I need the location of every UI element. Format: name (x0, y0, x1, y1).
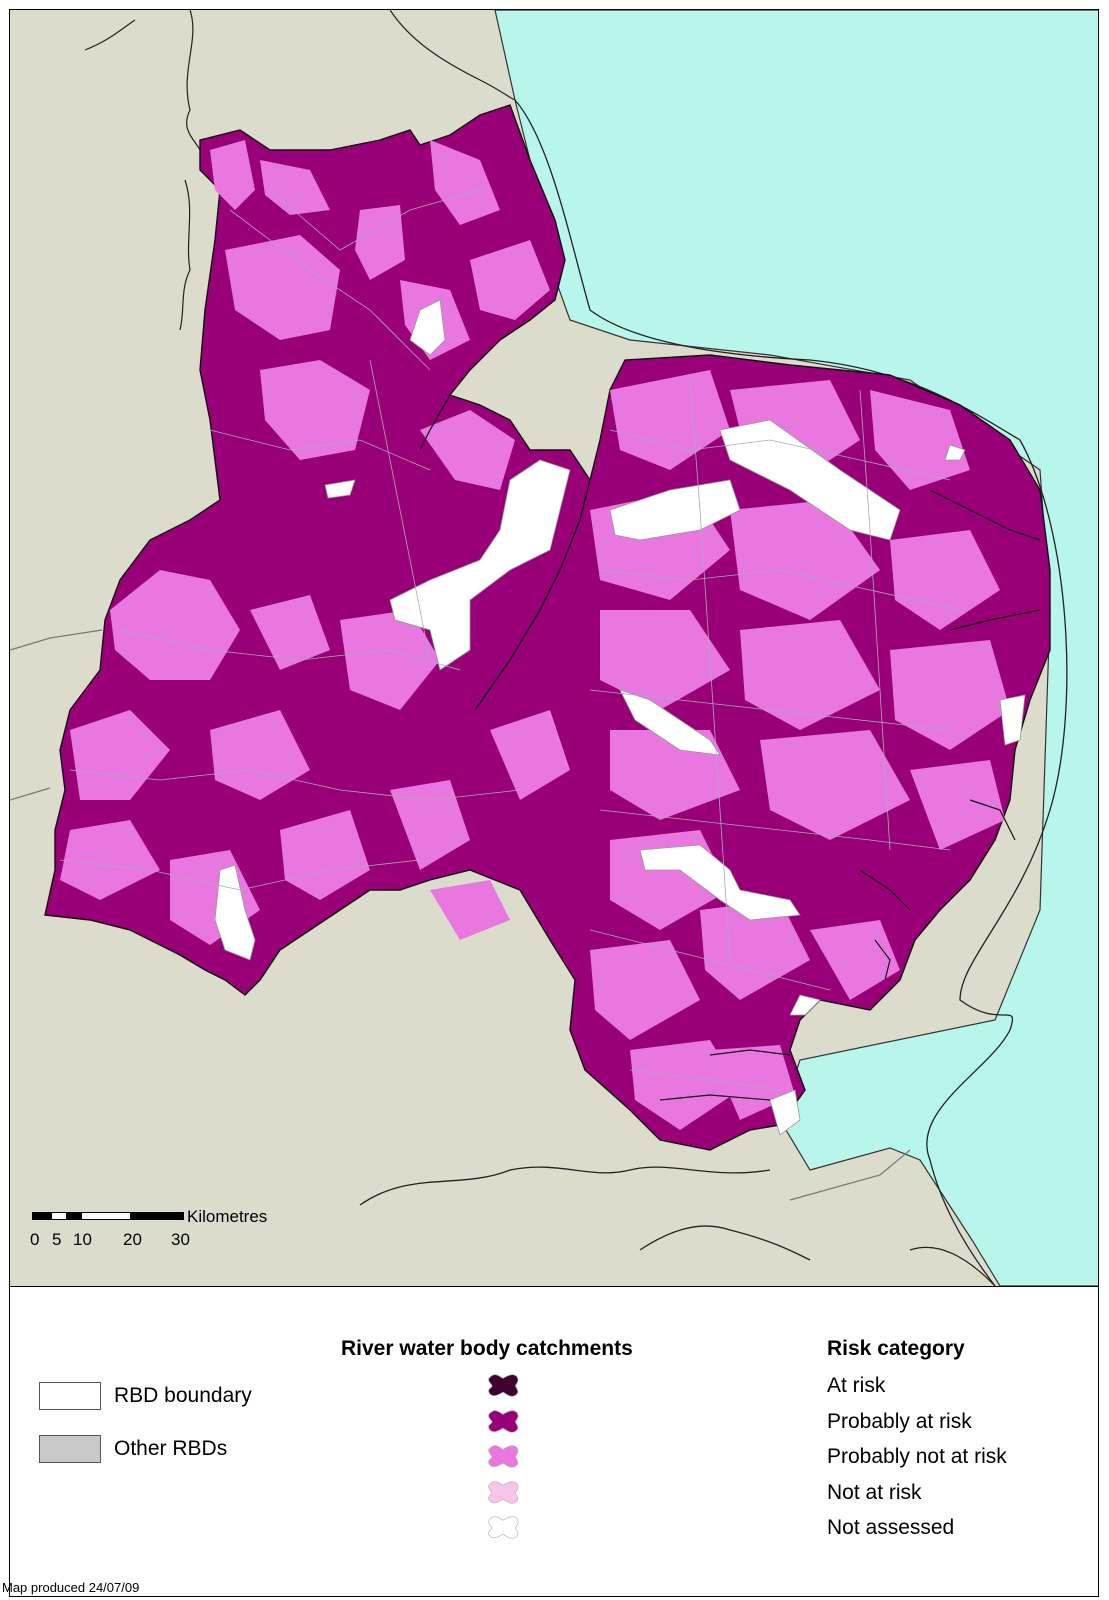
catchment-lines (59, 189, 961, 1091)
scale-tick-5: 5 (52, 1230, 61, 1249)
risk-swatch-1 (488, 1409, 519, 1433)
legend-panel: RBD boundary Other RBDs River water body… (10, 1286, 1098, 1596)
risk-swatch-4 (488, 1516, 519, 1539)
scale-tick-30: 30 (171, 1230, 190, 1249)
risk-category-title: Risk category (827, 1337, 965, 1360)
risk-label-4: Not assessed (827, 1516, 955, 1539)
scale-tick-0: 0 (30, 1230, 39, 1249)
not-assessed-areas (214, 299, 1026, 1136)
risk-swatch-0 (488, 1374, 519, 1397)
scale-bar: Kilometres 0 5 10 20 30 (30, 1207, 267, 1249)
risk-swatch-2 (488, 1445, 519, 1468)
risk-label-1: Probably at risk (827, 1409, 972, 1433)
rbd-boundary-swatch (39, 1382, 101, 1410)
risk-label-2: Probably not at risk (827, 1445, 1007, 1468)
other-rbds-swatch (39, 1435, 101, 1463)
map-produced-note: Map produced 24/07/09 (2, 1580, 140, 1595)
catchments-title: River water body catchments (341, 1337, 633, 1360)
scale-unit-label: Kilometres (187, 1207, 267, 1226)
other-rbds-label: Other RBDs (114, 1437, 228, 1460)
risk-label-3: Not at risk (827, 1480, 922, 1504)
scale-tick-10: 10 (73, 1230, 92, 1249)
risk-swatch-3 (488, 1480, 519, 1504)
risk-label-0: At risk (827, 1374, 886, 1397)
map-canvas: Kilometres 0 5 10 20 30 (10, 10, 1098, 1286)
rbd-boundary-label: RBD boundary (114, 1384, 252, 1407)
map-frame: Kilometres 0 5 10 20 30 RBD boundary Oth… (9, 9, 1099, 1597)
coast-line (514, 99, 1068, 1286)
probably-not-at-risk-areas (60, 140, 1010, 1130)
scale-tick-20: 20 (123, 1230, 142, 1249)
